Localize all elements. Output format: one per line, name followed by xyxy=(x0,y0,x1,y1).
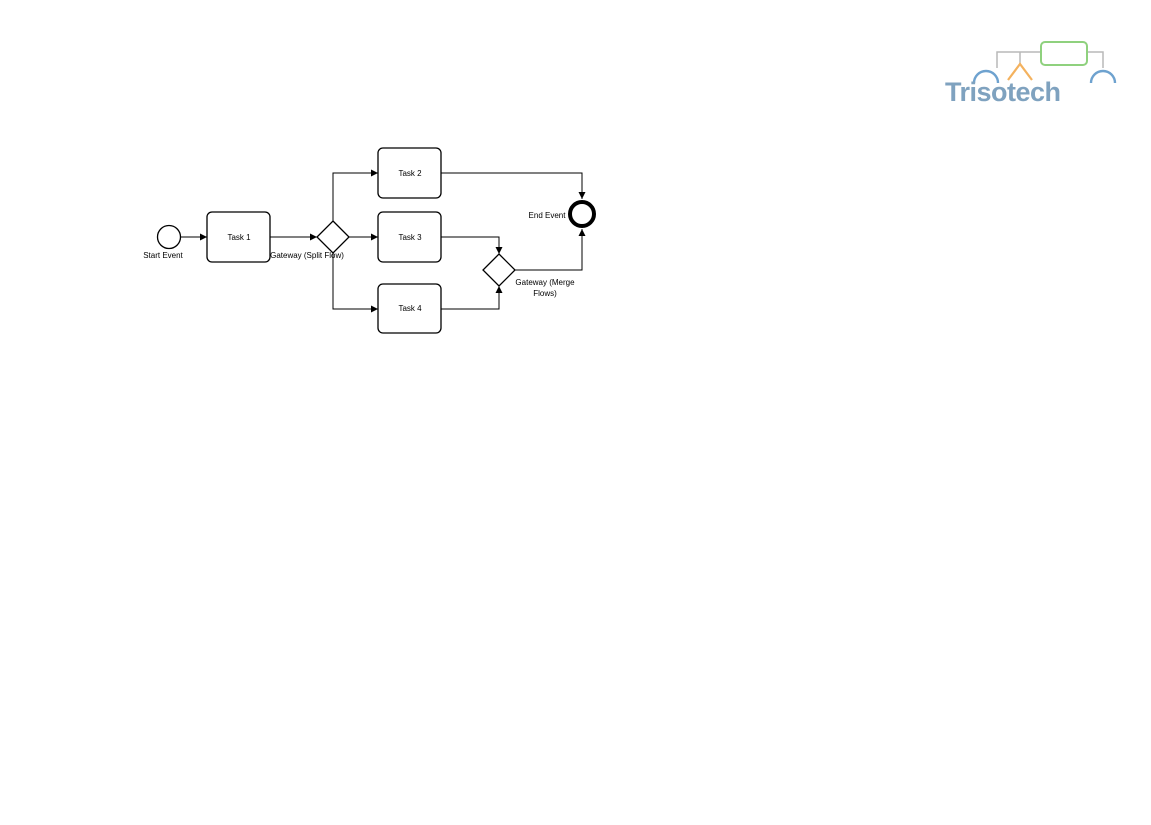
flow-split-to-task4 xyxy=(332,253,378,313)
merge-gateway-diamond[interactable] xyxy=(482,253,516,287)
task-4[interactable]: Task 4 xyxy=(377,283,442,334)
merge-gateway[interactable]: Gateway (Merge Flows) xyxy=(482,253,575,298)
flow-split-to-task2 xyxy=(332,169,378,221)
start-event-label: Start Event xyxy=(143,251,183,260)
sequence-flows xyxy=(181,169,586,313)
flow-task3-to-merge xyxy=(441,236,503,254)
logo-orange-triangle xyxy=(1007,62,1033,81)
flow-merge-to-end xyxy=(515,229,586,271)
end-event-label: End Event xyxy=(529,211,567,220)
trisotech-logo: Trisotech xyxy=(945,41,1117,107)
start-event-circle[interactable] xyxy=(156,224,182,250)
task-4-label: Task 4 xyxy=(398,304,422,313)
task-2-label: Task 2 xyxy=(398,169,422,178)
flow-task4-to-merge xyxy=(441,286,503,310)
task-3-label: Task 3 xyxy=(398,233,422,242)
task-1[interactable]: Task 1 xyxy=(206,211,271,263)
split-gateway-label: Gateway (Split Flow) xyxy=(270,251,344,260)
split-gateway[interactable]: Gateway (Split Flow) xyxy=(270,220,350,260)
end-event-circle[interactable] xyxy=(568,200,596,228)
task-1-label: Task 1 xyxy=(227,233,251,242)
logo-connector-right xyxy=(1087,51,1104,68)
task-2[interactable]: Task 2 xyxy=(377,147,442,199)
task-3-box[interactable] xyxy=(377,211,442,263)
merge-gateway-label-line2: Flows) xyxy=(533,289,557,298)
logo-blue-arch-right xyxy=(1089,69,1117,84)
task-2-box[interactable] xyxy=(377,147,442,199)
logo-green-box xyxy=(1040,41,1088,66)
task-4-box[interactable] xyxy=(377,283,442,334)
merge-gateway-label-line1: Gateway (Merge xyxy=(515,278,575,287)
task-3[interactable]: Task 3 xyxy=(377,211,442,263)
logo-connector-left xyxy=(996,51,1041,68)
flow-task2-to-end xyxy=(441,172,586,199)
task-1-box[interactable] xyxy=(206,211,271,263)
end-event[interactable]: End Event xyxy=(529,200,596,228)
logo-blue-arch-left xyxy=(972,69,1000,84)
start-event[interactable]: Start Event xyxy=(143,224,184,261)
split-gateway-diamond[interactable] xyxy=(316,220,350,254)
logo-wordmark: Trisotech xyxy=(945,77,1061,107)
